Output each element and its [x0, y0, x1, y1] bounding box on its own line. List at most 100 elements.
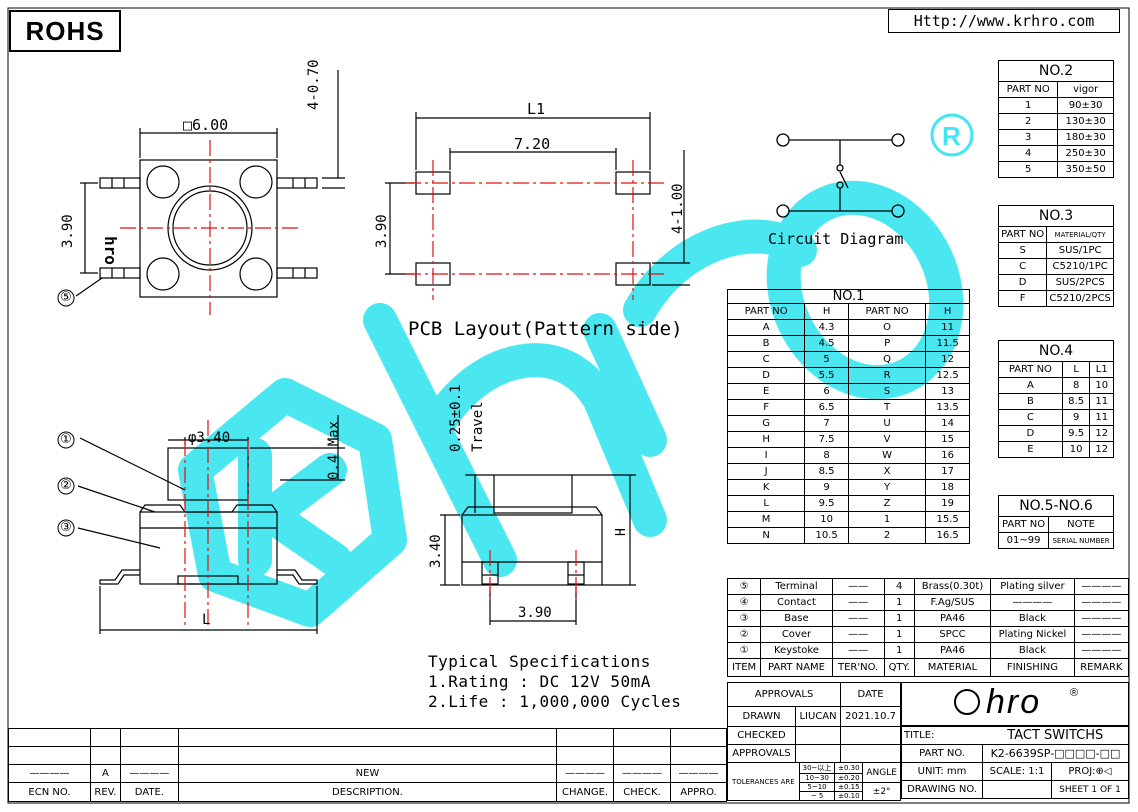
watermark-hexagon	[178, 378, 407, 627]
revision-header-row: ECN NO.REV.DATE.DESCRIPTION.CHANGE.CHECK…	[8, 782, 728, 802]
pcb-centerlines	[405, 160, 665, 300]
table-no1-title: NO.1	[727, 289, 970, 304]
drawing-no-label: DRAWING NO.	[900, 780, 984, 799]
table-header: vigor	[1057, 81, 1114, 98]
unit-label: UNIT: mm	[900, 762, 984, 781]
website-url[interactable]: Http://www.krhro.com	[888, 9, 1120, 33]
border-frame	[7, 7, 1130, 804]
angle-value: ±2°	[862, 782, 901, 801]
table-header: H	[804, 303, 849, 320]
drawn-by: LIUCAN	[794, 706, 842, 727]
table-no56-title: NO.5-NO.6	[998, 495, 1114, 517]
dim-terminal-pitch: 3.90	[60, 214, 76, 248]
top-view-logo-mark: hro	[101, 236, 120, 265]
balloons	[57, 289, 75, 537]
watermark-registered-r: R	[942, 121, 961, 151]
circuit-diagram-label: Circuit Diagram	[768, 230, 904, 248]
top-view-centerlines	[120, 140, 300, 315]
spec-life: 2.Life : 1,000,000 Cycles	[428, 692, 682, 711]
sheet-label: SHEET 1 OF 1	[1051, 780, 1129, 799]
pcb-layout-label: PCB Layout(Pattern side)	[408, 318, 683, 340]
terminal-tl	[99, 177, 141, 189]
dim-terminal-spacing: 3.90	[518, 605, 552, 621]
watermark-k-arms	[253, 453, 352, 577]
table-header: PART NO	[847, 303, 927, 320]
dim-terminal-width: 4-0.70	[306, 59, 322, 110]
approvals2-label: APPROVALS	[727, 744, 796, 763]
watermark-r-stem	[583, 313, 667, 457]
brand-logo-box: hro ®	[901, 682, 1129, 726]
dim-body-height: 3.40	[428, 534, 444, 568]
title-label: TITLE:	[900, 726, 983, 745]
partno-label: PART NO.	[900, 744, 984, 763]
dim-pad-row-pitch: 3.90	[374, 214, 390, 248]
brand-registered: ®	[1070, 687, 1079, 699]
table-header: PART NO	[726, 303, 806, 320]
dim-travel-label: Travel	[470, 401, 486, 452]
top-view-hole-bl	[146, 257, 180, 291]
rohs-badge: ROHS	[9, 10, 121, 52]
brand-name: hro	[986, 683, 1042, 721]
dim-height: H	[614, 528, 629, 536]
side-view-centerlines	[184, 420, 249, 630]
dim-length: L	[202, 612, 211, 628]
table-header: NOTE	[1048, 516, 1114, 533]
dim-travel: 0.25±0.1	[448, 384, 464, 452]
checked-label: CHECKED	[727, 726, 796, 745]
table-row: ————A————NEW————————————	[8, 764, 728, 783]
balloon-2: ②	[60, 478, 72, 493]
terminal-br	[276, 267, 318, 279]
partno-value: K2-6639SP-□□□□-□□	[982, 744, 1129, 763]
angle-label: ANGLE	[862, 762, 901, 783]
table-no4-title: NO.4	[998, 340, 1114, 362]
tolerances-label: TOLERANCES ARE	[727, 762, 800, 801]
top-view-hole-br	[239, 257, 273, 291]
dim-max-height: 0.4 Max	[326, 420, 342, 480]
table-no2-title: NO.2	[998, 60, 1114, 82]
balloon-1: ①	[60, 432, 72, 447]
top-view-hole-tl	[146, 165, 180, 199]
table-header: PART NO	[997, 516, 1050, 533]
top-view-button-inner	[172, 190, 248, 266]
table-header: PART NO	[998, 361, 1063, 378]
projection-icon: ⊕◁	[1095, 766, 1112, 777]
table-no3-title: NO.3	[998, 205, 1114, 227]
spec-rating: 1.Rating : DC 12V 50mA	[428, 672, 651, 691]
balloon-5: ⑤	[60, 290, 72, 305]
